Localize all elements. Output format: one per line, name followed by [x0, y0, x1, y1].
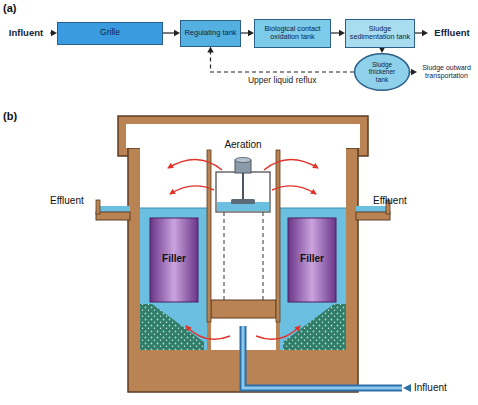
process-box: Sludge sedimentation tank	[345, 19, 415, 48]
process-box: Grille	[57, 22, 163, 45]
node-text: Grille	[61, 28, 159, 38]
thickener-circle: Sludge thickener tank	[354, 53, 410, 91]
part-label: Filler	[300, 253, 324, 264]
flow-connector	[241, 30, 254, 36]
part-label: Effluent	[50, 195, 84, 206]
flow-arrows	[168, 159, 318, 339]
terminal-text: Influent	[2, 26, 50, 40]
connector-line	[415, 32, 423, 33]
node-text: Sludge thickener tank	[362, 61, 402, 83]
arrow-head	[411, 69, 417, 75]
node-text-wrap: Grille	[61, 28, 159, 38]
node-text: Sludge outward transportation	[418, 64, 475, 80]
arrow-head	[422, 30, 428, 36]
arrow-head	[207, 47, 213, 53]
effluent-trough	[96, 212, 130, 220]
part-label: Filler	[162, 253, 186, 264]
arrow-head	[379, 47, 385, 53]
panel-label: (a)	[3, 2, 16, 14]
process-box: Regulating tank	[180, 20, 241, 47]
upper-chamber	[140, 146, 346, 208]
node-text: Sludge sedimentation tank	[349, 25, 411, 41]
flow-connector	[331, 30, 345, 36]
partition	[211, 300, 276, 318]
part-label: Effluent	[373, 195, 407, 206]
influent-pipe	[243, 326, 402, 388]
flow-connector	[163, 30, 180, 36]
connector-line	[163, 32, 175, 33]
impeller	[231, 199, 255, 204]
part-label: Aeration	[224, 139, 261, 150]
terminal-text: Sludge outward transportation	[417, 62, 476, 82]
aeration-box	[216, 172, 270, 212]
sludge-zone	[140, 304, 204, 350]
node-text-wrap: Sludge sedimentation tank	[349, 25, 411, 41]
flow-connector	[415, 30, 428, 36]
flow-connector	[379, 47, 385, 53]
flow-connector	[410, 69, 417, 75]
node-text-wrap: Biological contact oxidation tank	[258, 25, 327, 41]
influent-arrow	[403, 384, 411, 392]
connector-line	[331, 32, 340, 33]
node-text-wrap: Sludge outward transportation	[418, 64, 475, 80]
node-text: Regulating tank	[184, 29, 237, 37]
node-text: Effluent	[429, 28, 475, 39]
filler-block	[288, 218, 336, 302]
panel-label: (b)	[3, 110, 17, 122]
effluent-trough	[356, 212, 390, 220]
flow-connector	[50, 30, 57, 36]
left-tank-water	[140, 208, 207, 350]
connector-line	[241, 32, 249, 33]
part-label: Influent	[414, 382, 447, 393]
node-text: Influent	[3, 28, 49, 39]
sludge-zone	[283, 304, 346, 350]
filler-block	[150, 218, 198, 302]
center-column	[211, 160, 276, 350]
node-text: Biological contact oxidation tank	[258, 25, 327, 41]
node-text-wrap: Influent	[3, 28, 49, 39]
node-text-wrap: Regulating tank	[184, 29, 237, 37]
node-text-wrap: Effluent	[429, 28, 475, 39]
node-text-wrap: Sludge thickener tank	[362, 61, 402, 83]
edge-label: Upper liquid reflux	[246, 75, 319, 85]
connector-line	[211, 52, 355, 73]
right-tank-water	[280, 208, 346, 350]
terminal-text: Effluent	[428, 26, 476, 40]
reflux-connector	[207, 47, 354, 73]
process-box: Biological contact oxidation tank	[254, 19, 331, 48]
